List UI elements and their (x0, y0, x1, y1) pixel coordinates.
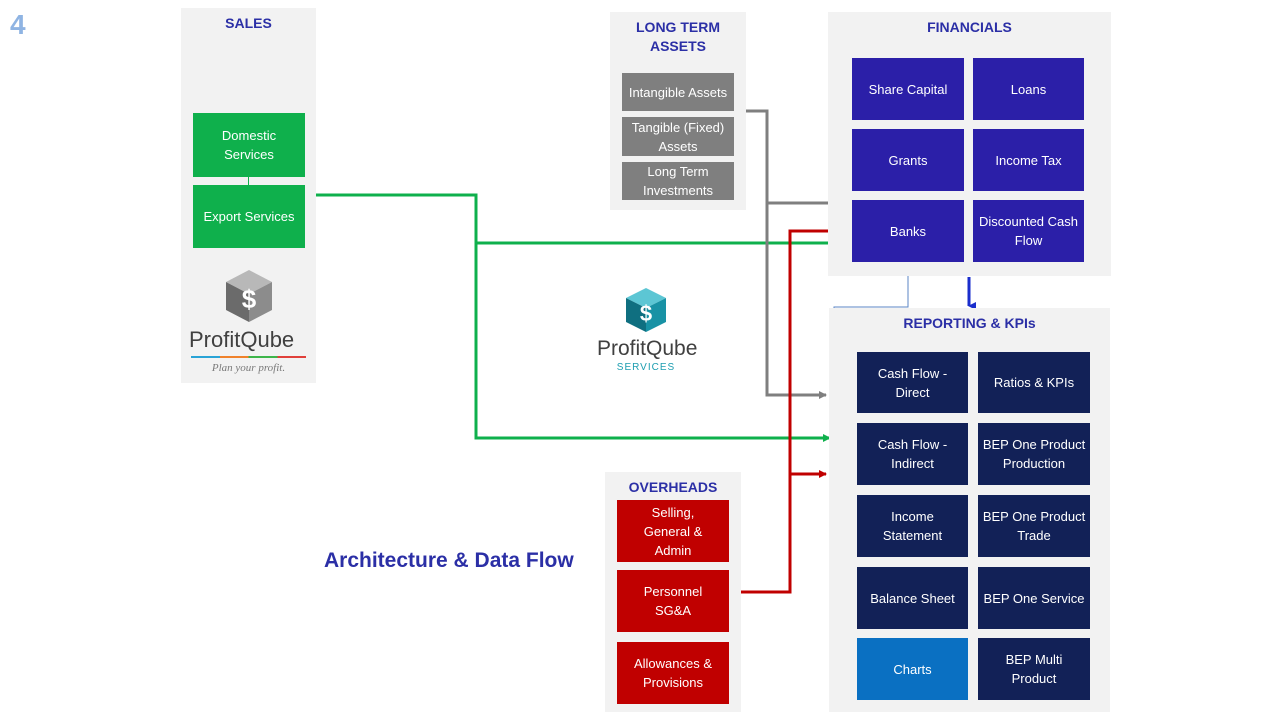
reporting-title: REPORTING & KPIs (903, 315, 1036, 331)
svg-text:$: $ (640, 301, 652, 326)
center-logo-name: ProfitQube (597, 337, 698, 360)
profitqube-services-cube-icon: $ (626, 288, 666, 332)
banks-box[interactable]: Banks (852, 200, 964, 262)
long-term-assets-title-line2: ASSETS (649, 38, 706, 54)
loans-box[interactable]: Loans (973, 58, 1084, 120)
income-statement-box[interactable]: Income Statement (857, 495, 968, 557)
cash-flow-indirect-box[interactable]: Cash Flow - Indirect (857, 423, 968, 485)
overheads-title: OVERHEADS (628, 479, 718, 495)
sales-logo-name: ProfitQube (189, 327, 295, 352)
bep-one-product-trade-box[interactable]: BEP One Product Trade (978, 495, 1090, 557)
sales-flow-arrow (316, 193, 851, 247)
sales-reporting-arrow (474, 243, 831, 442)
ratios-kpis-box[interactable]: Ratios & KPIs (978, 352, 1090, 413)
bep-one-product-production-box[interactable]: BEP One Product Production (978, 423, 1090, 485)
architecture-heading: Architecture & Data Flow (324, 549, 574, 572)
discounted-cash-flow-box[interactable]: Discounted Cash Flow (973, 200, 1084, 262)
overheads-flow-arrow (741, 227, 851, 594)
reporting-panel: REPORTING & KPIs Cash Flow - Direct Rati… (829, 308, 1110, 712)
domestic-services-box[interactable]: Domestic Services (193, 113, 305, 177)
long-term-assets-panel: LONG TERM ASSETS Intangible Assets Tangi… (610, 12, 746, 210)
cash-flow-direct-box[interactable]: Cash Flow - Direct (857, 352, 968, 413)
sales-panel: SALES Domestic Services Export Services … (181, 8, 316, 383)
sales-title: SALES (225, 15, 272, 31)
profitqube-cube-icon: $ (226, 270, 272, 322)
assets-flow-arrow (746, 109, 851, 207)
center-logo-subtitle: SERVICES (616, 362, 676, 373)
tangible-assets-box[interactable]: Tangible (Fixed) Assets (622, 117, 734, 156)
bep-one-service-box[interactable]: BEP One Service (978, 567, 1090, 629)
selling-general-admin-box[interactable]: Selling, General & Admin (617, 500, 729, 562)
balance-sheet-box[interactable]: Balance Sheet (857, 567, 968, 629)
share-capital-box[interactable]: Share Capital (852, 58, 964, 120)
income-tax-box[interactable]: Income Tax (973, 129, 1084, 191)
assets-reporting-arrow (765, 203, 827, 399)
long-term-assets-title-line1: LONG TERM (636, 19, 720, 35)
svg-text:$: $ (242, 284, 257, 314)
personnel-sga-box[interactable]: Personnel SG&A (617, 570, 729, 632)
intangible-assets-box[interactable]: Intangible Assets (622, 73, 734, 111)
export-services-box[interactable]: Export Services (193, 185, 305, 248)
overheads-panel: OVERHEADS Selling, General & Admin Perso… (605, 472, 741, 712)
long-term-investments-box[interactable]: Long Term Investments (622, 162, 734, 200)
financials-title: FINANCIALS (927, 19, 1012, 35)
allowances-provisions-box[interactable]: Allowances & Provisions (617, 642, 729, 704)
grants-box[interactable]: Grants (852, 129, 964, 191)
financials-panel: FINANCIALS Share Capital Loans Grants In… (828, 12, 1111, 276)
sales-connector (248, 177, 249, 185)
bep-multi-product-box[interactable]: BEP Multi Product (978, 638, 1090, 700)
page-number: 4 (10, 9, 26, 40)
charts-box[interactable]: Charts (857, 638, 968, 700)
sales-logo-colorbar (191, 356, 306, 358)
sales-logo-tagline: Plan your profit. (211, 362, 286, 374)
